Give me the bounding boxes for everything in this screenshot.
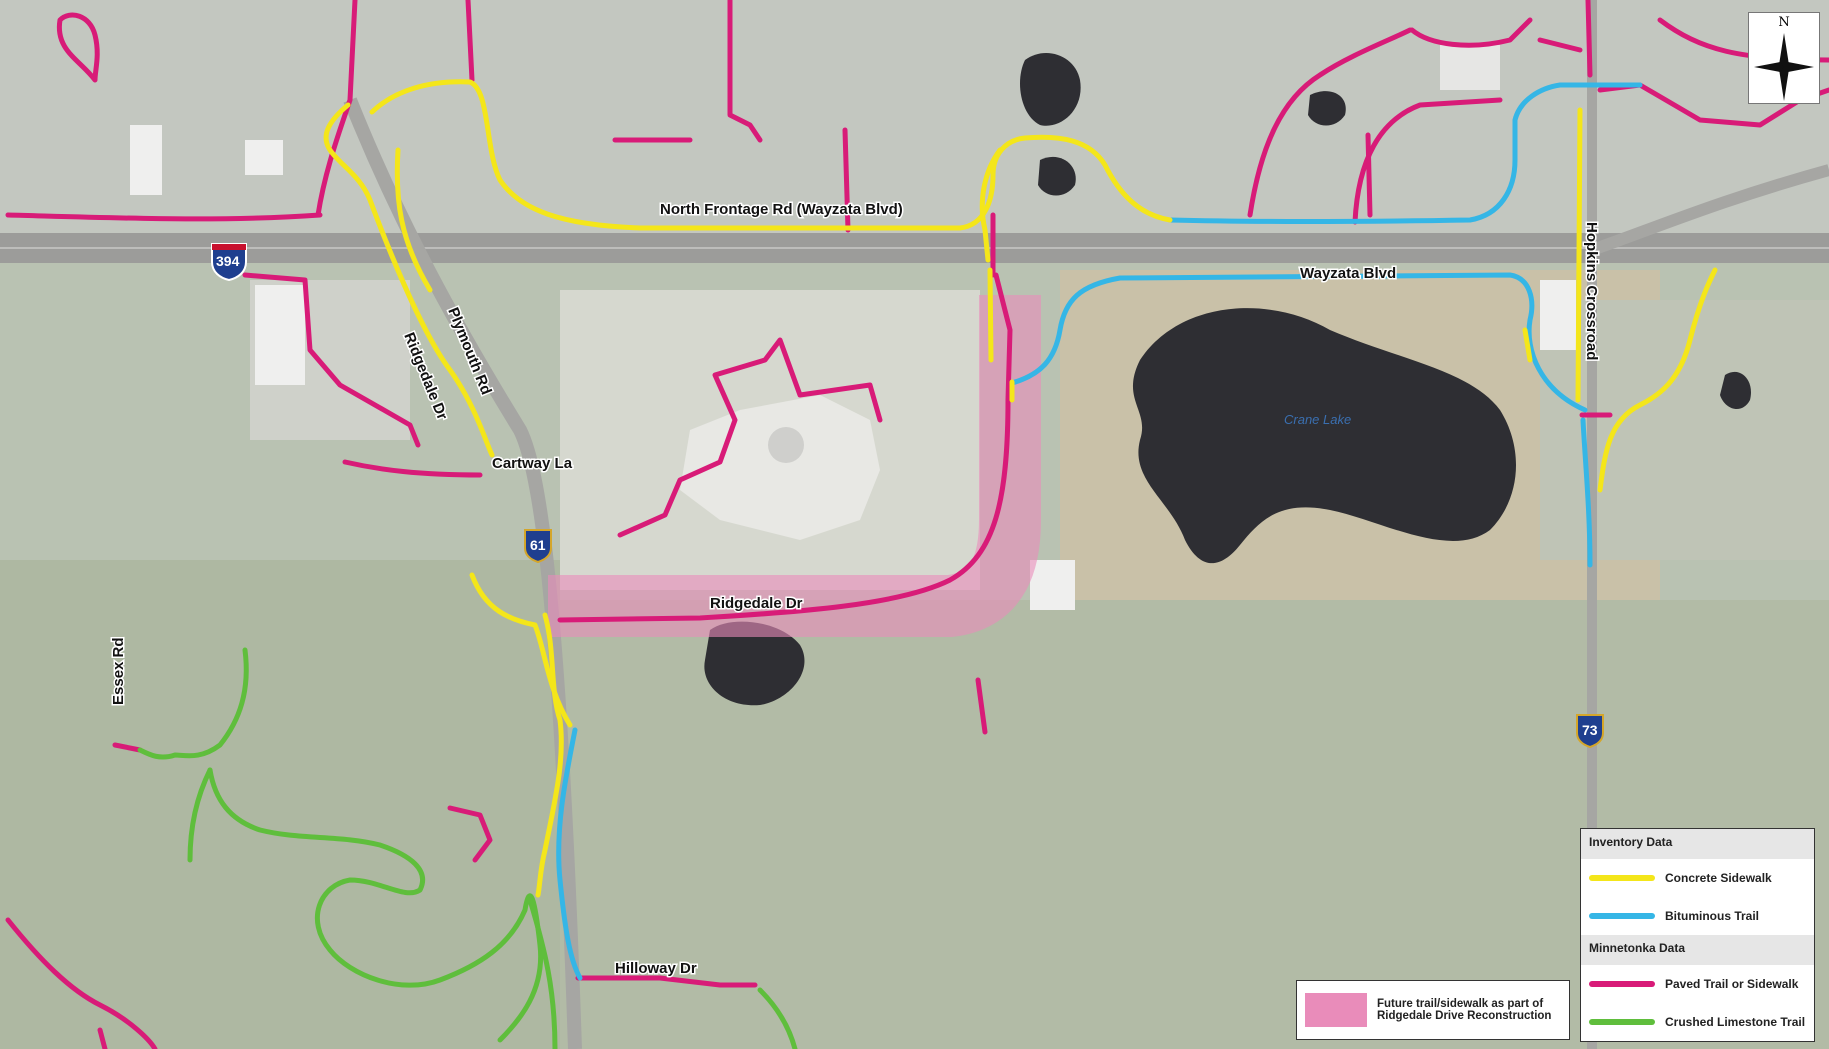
label-cartway-la: Cartway La — [492, 455, 573, 472]
concrete-sidewalk-segment — [535, 612, 564, 898]
paved-trail-segment — [842, 127, 851, 233]
north-arrow: N — [1748, 12, 1820, 104]
legend-paved-label: Paved Trail or Sidewalk — [1665, 977, 1799, 991]
highway-61-shield: 61 — [524, 529, 552, 564]
concrete-swatch — [1589, 875, 1655, 881]
bituminous-trail-segment — [1580, 417, 1593, 568]
ridgedale-dr-trail — [557, 272, 1013, 623]
future-legend-text: Future trail/sidewalk as part of Ridgeda… — [1377, 998, 1551, 1022]
wayzata-blvd-trail — [1009, 272, 1588, 413]
crane-lake — [1132, 308, 1517, 564]
limestone-swatch — [1589, 1019, 1655, 1025]
label-north-frontage-rd: North Frontage Rd (Wayzata Blvd) — [660, 201, 903, 218]
concrete-sidewalk-segment — [394, 147, 433, 293]
pond — [1038, 156, 1076, 196]
paved-trail-segment — [575, 975, 758, 988]
building — [1440, 45, 1500, 90]
paved-trail-segment — [465, 0, 475, 83]
shield-61-text: 61 — [530, 537, 546, 553]
legend-item-concrete: Concrete Sidewalk — [1581, 859, 1814, 897]
paved-trail-segment — [112, 742, 143, 753]
paved-trail-segment — [1409, 17, 1533, 48]
compass-n-label: N — [1778, 15, 1790, 30]
north-developed-area — [0, 0, 1829, 240]
future-legend-line1: Future trail/sidewalk as part of — [1377, 998, 1544, 1010]
pond — [1020, 52, 1081, 126]
future-swatch — [1305, 993, 1367, 1027]
bituminous-trails — [556, 82, 1643, 981]
building — [245, 140, 283, 175]
building — [1030, 560, 1075, 610]
paved-trail-segment — [975, 677, 988, 735]
limestone-trail-segment — [207, 767, 544, 1043]
ramp-pavement — [1590, 164, 1829, 256]
paved-swatch — [1589, 981, 1655, 987]
label-ridgedale-dr: Ridgedale Dr — [710, 595, 803, 612]
concrete-sidewalks — [323, 79, 1718, 898]
legend-minnetonka-header: Minnetonka Data — [1581, 935, 1814, 965]
legend-item-bituminous: Bituminous Trail — [1581, 897, 1814, 935]
future-legend-line2: Ridgedale Drive Reconstruction — [1377, 1010, 1552, 1022]
label-wayzata-blvd: Wayzata Blvd — [1300, 265, 1396, 282]
shield-394-text: 394 — [216, 253, 240, 269]
concrete-sidewalk-segment — [987, 267, 994, 363]
paved-trail-segment — [1537, 37, 1583, 53]
limestone-trail-segment — [137, 647, 249, 760]
bituminous-trail-segment — [1167, 82, 1643, 224]
building — [255, 285, 305, 385]
pond — [1308, 91, 1346, 126]
concrete-sidewalk-segment — [979, 147, 1003, 263]
north-frontage-sidewalk — [369, 79, 1173, 231]
paved-trail-segment — [242, 272, 421, 448]
building — [130, 125, 162, 195]
legend-inventory-header: Inventory Data — [1581, 829, 1814, 859]
paved-trail-segment — [617, 337, 883, 538]
label-crane-lake: Crane Lake — [1284, 412, 1351, 427]
paved-trail-segment — [1365, 132, 1373, 218]
bituminous-trail-segment — [556, 727, 583, 981]
paved-trail-segment — [342, 459, 483, 478]
legend-bituminous-label: Bituminous Trail — [1665, 909, 1760, 923]
paved-trail-segment — [5, 212, 323, 222]
label-hilloway-dr: Hilloway Dr — [615, 960, 697, 977]
legend-limestone-label: Crushed Limestone Trail — [1665, 1015, 1806, 1029]
paved-trail-segment — [447, 805, 493, 863]
paved-trail-segment — [56, 12, 100, 83]
shield-73-text: 73 — [1582, 722, 1598, 738]
pond — [704, 621, 805, 706]
paved-trail-segment — [1247, 27, 1413, 218]
label-essex-rd: Essex Rd — [110, 637, 127, 705]
hopkins-sidewalk — [1575, 107, 1583, 403]
paved-trail-segment — [727, 0, 763, 143]
concrete-sidewalk-segment — [1522, 327, 1533, 363]
limestone-trail-segment — [527, 897, 558, 1049]
legend-item-limestone: Crushed Limestone Trail — [1581, 1003, 1814, 1041]
future-ridgedale-corridor — [548, 295, 1041, 637]
mall-rotunda — [768, 427, 804, 463]
limestone-trail-segment — [187, 767, 213, 863]
map-legend: Inventory Data Concrete Sidewalk Bitumin… — [1580, 828, 1815, 1042]
legend-concrete-label: Concrete Sidewalk — [1665, 871, 1772, 885]
limestone-trail-segment — [757, 987, 798, 1049]
legend-item-paved: Paved Trail or Sidewalk — [1581, 965, 1814, 1003]
label-hopkins-crossroad: Hopkins Crossroad — [1583, 222, 1600, 360]
concrete-sidewalk-segment — [1597, 267, 1718, 493]
paved-trail-segment — [97, 1027, 108, 1049]
paved-trail-segment — [5, 917, 158, 1049]
building — [1540, 280, 1576, 350]
bituminous-swatch — [1589, 913, 1655, 919]
interstate-394-shield: 394 — [211, 243, 247, 282]
plymouth-rd-sidewalk — [323, 102, 495, 458]
highway-73-shield: 73 — [1576, 714, 1604, 749]
paved-trail-segment — [1352, 97, 1503, 225]
southwest-woods — [0, 560, 560, 1049]
compass-rose-icon — [1754, 33, 1814, 101]
paved-trail-segment — [1585, 0, 1593, 78]
pond — [1720, 371, 1751, 410]
crushed-limestone-trails — [137, 647, 798, 1049]
future-trail-legend: Future trail/sidewalk as part of Ridgeda… — [1296, 980, 1570, 1040]
